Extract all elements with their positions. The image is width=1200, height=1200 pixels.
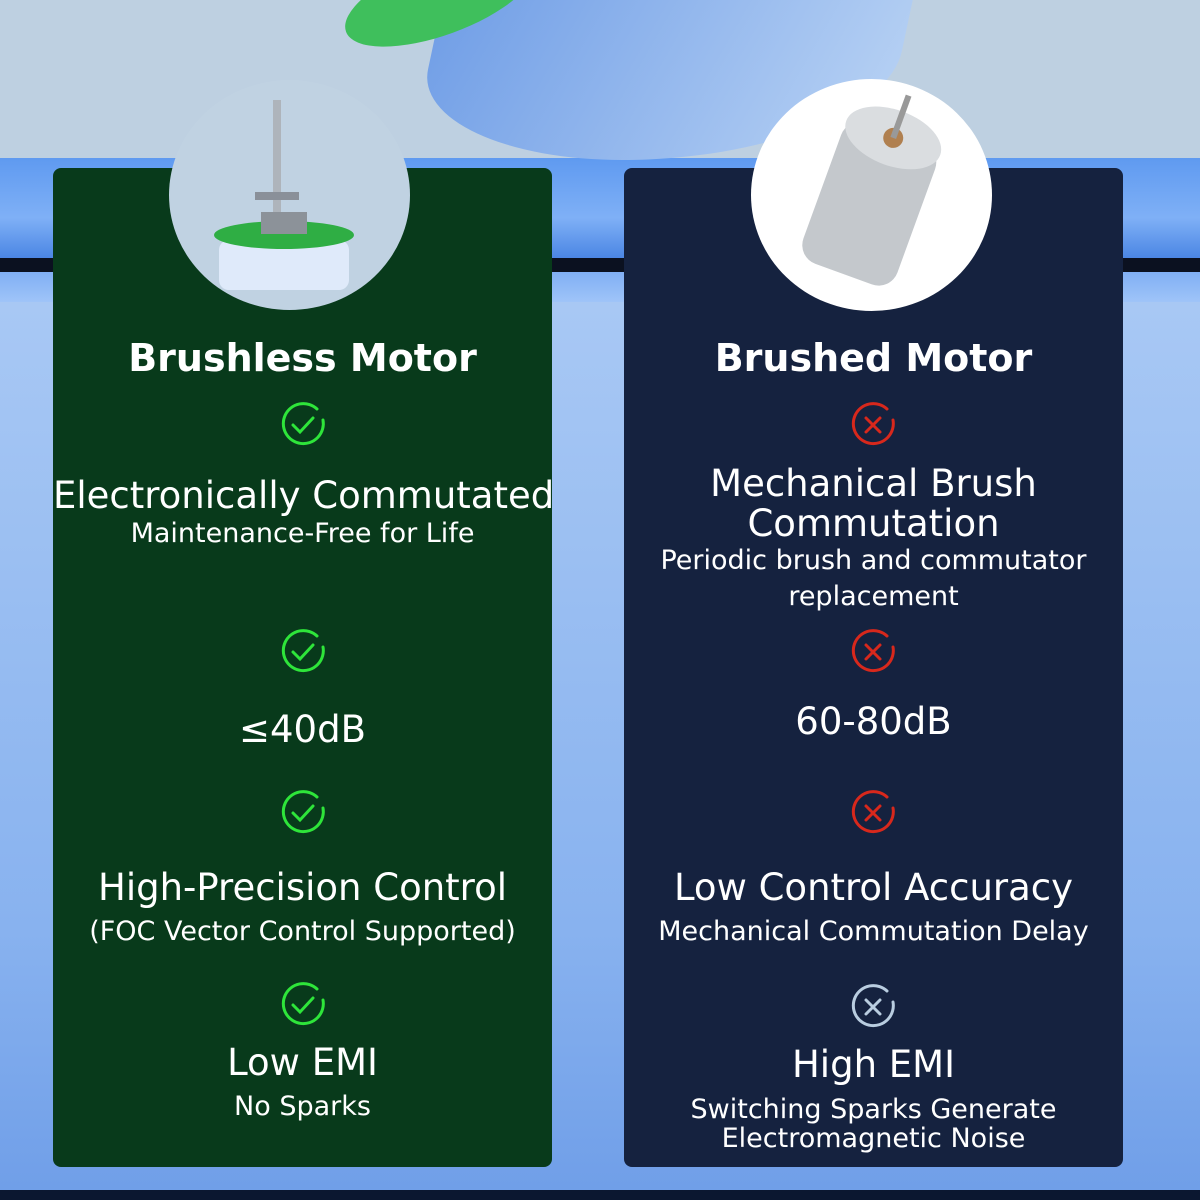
feature-sub: Electromagnetic Noise [721, 1123, 1026, 1154]
x-circle-icon [848, 788, 898, 838]
brushless-panel: Brushless Motor Electronically Commutate… [53, 168, 555, 1167]
feature-main: ≤40dB [239, 708, 366, 751]
feature-sub: Mechanical Commutation Delay [658, 916, 1089, 947]
check-circle-icon [278, 400, 328, 450]
feature-main: Electronically Commutated [53, 474, 555, 517]
check-circle-icon [278, 627, 328, 677]
background-band [0, 1190, 1200, 1200]
feature-sub: No Sparks [234, 1091, 371, 1122]
x-circle-icon [848, 400, 898, 450]
feature-main: 60-80dB [795, 700, 952, 743]
check-circle-icon [278, 788, 328, 838]
brushed-title: Brushed Motor [714, 336, 1033, 380]
feature-main: Low EMI [227, 1041, 378, 1084]
check-circle-icon [278, 980, 328, 1030]
feature-sub: Switching Sparks Generate [690, 1094, 1057, 1125]
brushless-motor-image [169, 80, 410, 310]
x-circle-icon [848, 982, 898, 1032]
feature-main: Commutation [747, 502, 1000, 545]
brushed-motor-image [751, 79, 992, 311]
x-circle-icon [848, 627, 898, 677]
feature-main: Mechanical Brush [710, 462, 1037, 505]
feature-sub: (FOC Vector Control Supported) [89, 916, 516, 947]
feature-sub: replacement [788, 581, 959, 612]
feature-sub: Maintenance-Free for Life [130, 518, 475, 549]
feature-main: High-Precision Control [98, 866, 507, 909]
brushed-panel: Brushed Motor Mechanical Brush Commutati… [624, 168, 1123, 1167]
brushless-title: Brushless Motor [128, 336, 477, 380]
feature-main: High EMI [791, 1043, 955, 1086]
feature-main: Low Control Accuracy [673, 866, 1074, 909]
feature-sub: Periodic brush and commutator [660, 545, 1087, 576]
